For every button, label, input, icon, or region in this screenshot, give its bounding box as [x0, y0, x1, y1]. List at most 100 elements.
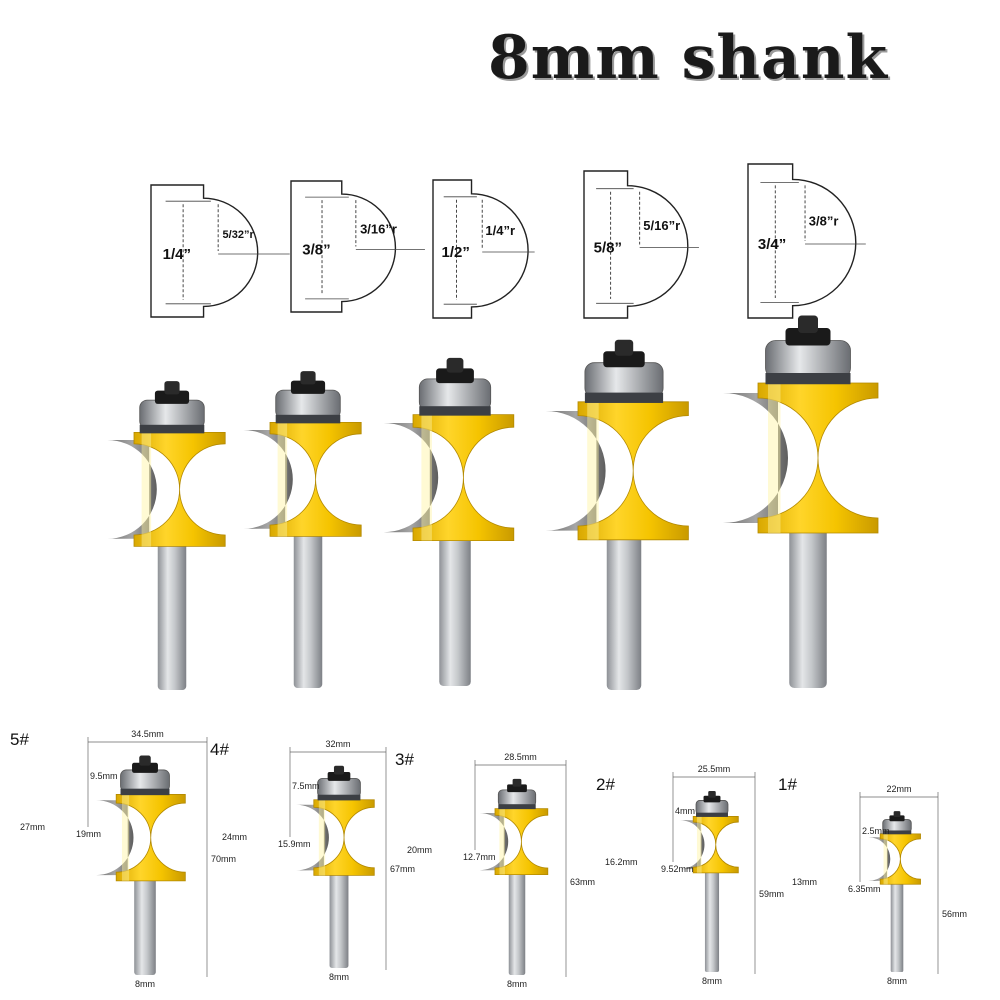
diameter-label: 25.5mm [698, 764, 731, 774]
profile-radius-label: 1/4”r [485, 223, 515, 238]
shank [508, 872, 526, 975]
profile-height-label: 3/4” [758, 236, 786, 253]
bearing [275, 389, 341, 420]
bit-number: 5# [10, 730, 29, 749]
profile-outline [432, 179, 529, 319]
nut [290, 380, 326, 394]
profile-outline [150, 184, 259, 318]
nut [507, 784, 527, 793]
cutter-body [692, 816, 739, 874]
shank [890, 882, 904, 972]
overall-label: 56mm [942, 909, 967, 919]
body-highlight [121, 794, 130, 881]
screw-head [300, 371, 316, 385]
overall-label: 67mm [390, 864, 415, 874]
nut [603, 351, 645, 368]
bearing-gap-label: 4mm [675, 806, 695, 816]
cutter-body [115, 794, 186, 882]
small-router-bit [479, 778, 549, 975]
profile-height-label: 3/8” [302, 242, 330, 259]
body-highlight [499, 808, 505, 875]
router-bit-4# [243, 371, 362, 688]
router-bit-5# [107, 381, 226, 690]
bearing-seal [696, 812, 728, 817]
bearing-seal [498, 804, 536, 810]
shank [134, 877, 156, 975]
profile-diagram-5: 3/4”3/8”r [747, 163, 866, 319]
bearing-gap-label: 9.5mm [90, 771, 118, 781]
shank [789, 528, 827, 688]
height-label: 20mm [407, 845, 432, 855]
profile-height-label: 5/8” [594, 240, 622, 257]
profile-label: 12.7mm [463, 852, 496, 862]
router-bit-3# [383, 357, 515, 686]
router-bit-2# [545, 339, 689, 690]
height-label: 27mm [20, 822, 45, 832]
profile-label: 6.35mm [848, 884, 881, 894]
profile-outline [290, 180, 397, 313]
page-title: 8mm shank [488, 23, 889, 93]
profile-outline [747, 163, 857, 319]
bearing-seal [765, 373, 851, 385]
body-highlight [141, 432, 152, 547]
dimension-bits: 34.5mm9.5mm27mm19mm70mm8mm5#32mm7.5mm24m… [10, 729, 967, 989]
shank [704, 870, 720, 972]
small-router-bit [296, 765, 375, 968]
bearing [497, 789, 537, 807]
nut [154, 390, 190, 404]
body-highlight [587, 401, 599, 540]
nut [132, 762, 158, 773]
cutter-body [269, 422, 362, 537]
diameter-label: 32mm [325, 739, 350, 749]
shank [329, 872, 349, 968]
shank-label: 8mm [507, 979, 527, 989]
cutter-body [577, 401, 689, 541]
small-router-bit [868, 811, 921, 972]
bearing [584, 362, 664, 398]
profile-label: 9.52mm [661, 864, 694, 874]
small-router-bit [680, 791, 739, 972]
profile-diagram-2: 3/8” 3/16”r [290, 180, 425, 313]
height-label: 13mm [792, 877, 817, 887]
profile-diagrams: 1/4”5/32”r3/8”3/16”r1/2”1/4”r5/8”5/16”r3… [150, 163, 866, 319]
overall-label: 59mm [759, 889, 784, 899]
screw-head [798, 315, 818, 333]
screw-head [893, 811, 901, 818]
nut [327, 772, 351, 781]
profile-label: 19mm [76, 829, 101, 839]
bearing-seal [419, 406, 491, 416]
nut [785, 328, 831, 346]
bearing-gap-label: 7.5mm [292, 781, 320, 791]
bearing-seal [584, 392, 664, 403]
bearing-seal [120, 788, 170, 796]
diameter-label: 22mm [886, 784, 911, 794]
screw-head [708, 791, 716, 798]
cutter-body [313, 799, 375, 876]
bit-number: 3# [395, 750, 414, 769]
bearing-seal [317, 794, 361, 801]
body-highlight [768, 383, 781, 533]
profile-diagram-1: 1/4”5/32”r [150, 184, 290, 318]
shank-label: 8mm [702, 976, 722, 986]
profile-radius-label: 5/32”r [223, 229, 255, 241]
profile-radius-label: 3/16”r [360, 221, 397, 236]
body-highlight [421, 414, 432, 541]
body-highlight [696, 816, 702, 873]
shank-label: 8mm [329, 972, 349, 982]
bearing [765, 340, 851, 379]
router-bit-1# [723, 315, 879, 688]
large-bits [107, 315, 879, 690]
shank [606, 535, 642, 690]
screw-head [139, 755, 151, 766]
diameter-label: 28.5mm [504, 752, 537, 762]
bearing [120, 769, 170, 792]
screw-head [614, 339, 634, 356]
profile-label: 15.9mm [278, 839, 311, 849]
shank-label: 8mm [135, 979, 155, 989]
